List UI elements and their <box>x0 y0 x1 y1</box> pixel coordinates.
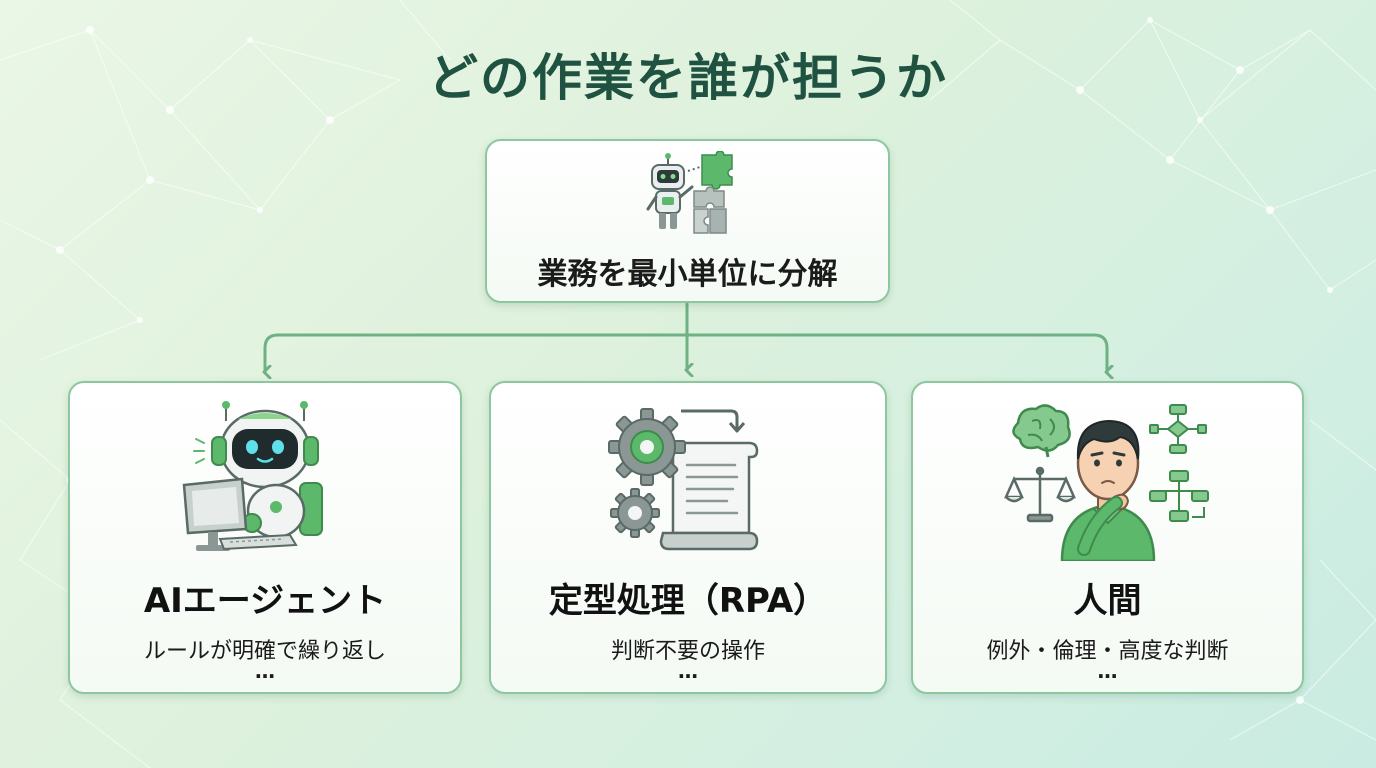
branch-title: AIエージェント <box>143 581 387 621</box>
gears-document-icon <box>608 408 759 551</box>
branch-card-rpa: 定型処理（RPA） 判断不要の操作 … <box>489 381 887 694</box>
thinking-person-icon <box>1003 404 1209 561</box>
branch-description: ルールが明確で繰り返し <box>143 639 386 664</box>
scales-icon <box>1003 466 1076 523</box>
top-box-decompose-tasks: 業務を最小単位に分解 <box>485 139 890 303</box>
branch-ellipsis: … <box>1097 659 1118 683</box>
branch-description: 例外・倫理・高度な判断 <box>986 639 1229 664</box>
flowchart-icon <box>1148 404 1209 522</box>
page-title: どの作業を誰が担うか <box>428 49 948 107</box>
top-box-label: 業務を最小単位に分解 <box>537 257 838 292</box>
branch-card-ai-agent: AIエージェント ルールが明確で繰り返し … <box>68 381 462 694</box>
branch-card-human: 人間 例外・倫理・高度な判断 … <box>911 381 1304 694</box>
brain-icon <box>1011 404 1071 458</box>
robot-computer-icon <box>182 401 323 551</box>
robot-puzzle-icon <box>646 151 733 234</box>
branch-ellipsis: … <box>255 659 275 683</box>
branch-ellipsis: … <box>678 659 698 683</box>
branch-title: 定型処理（RPA） <box>548 581 828 621</box>
branch-description: 判断不要の操作 <box>610 639 765 664</box>
branch-title: 人間 <box>1073 581 1142 621</box>
